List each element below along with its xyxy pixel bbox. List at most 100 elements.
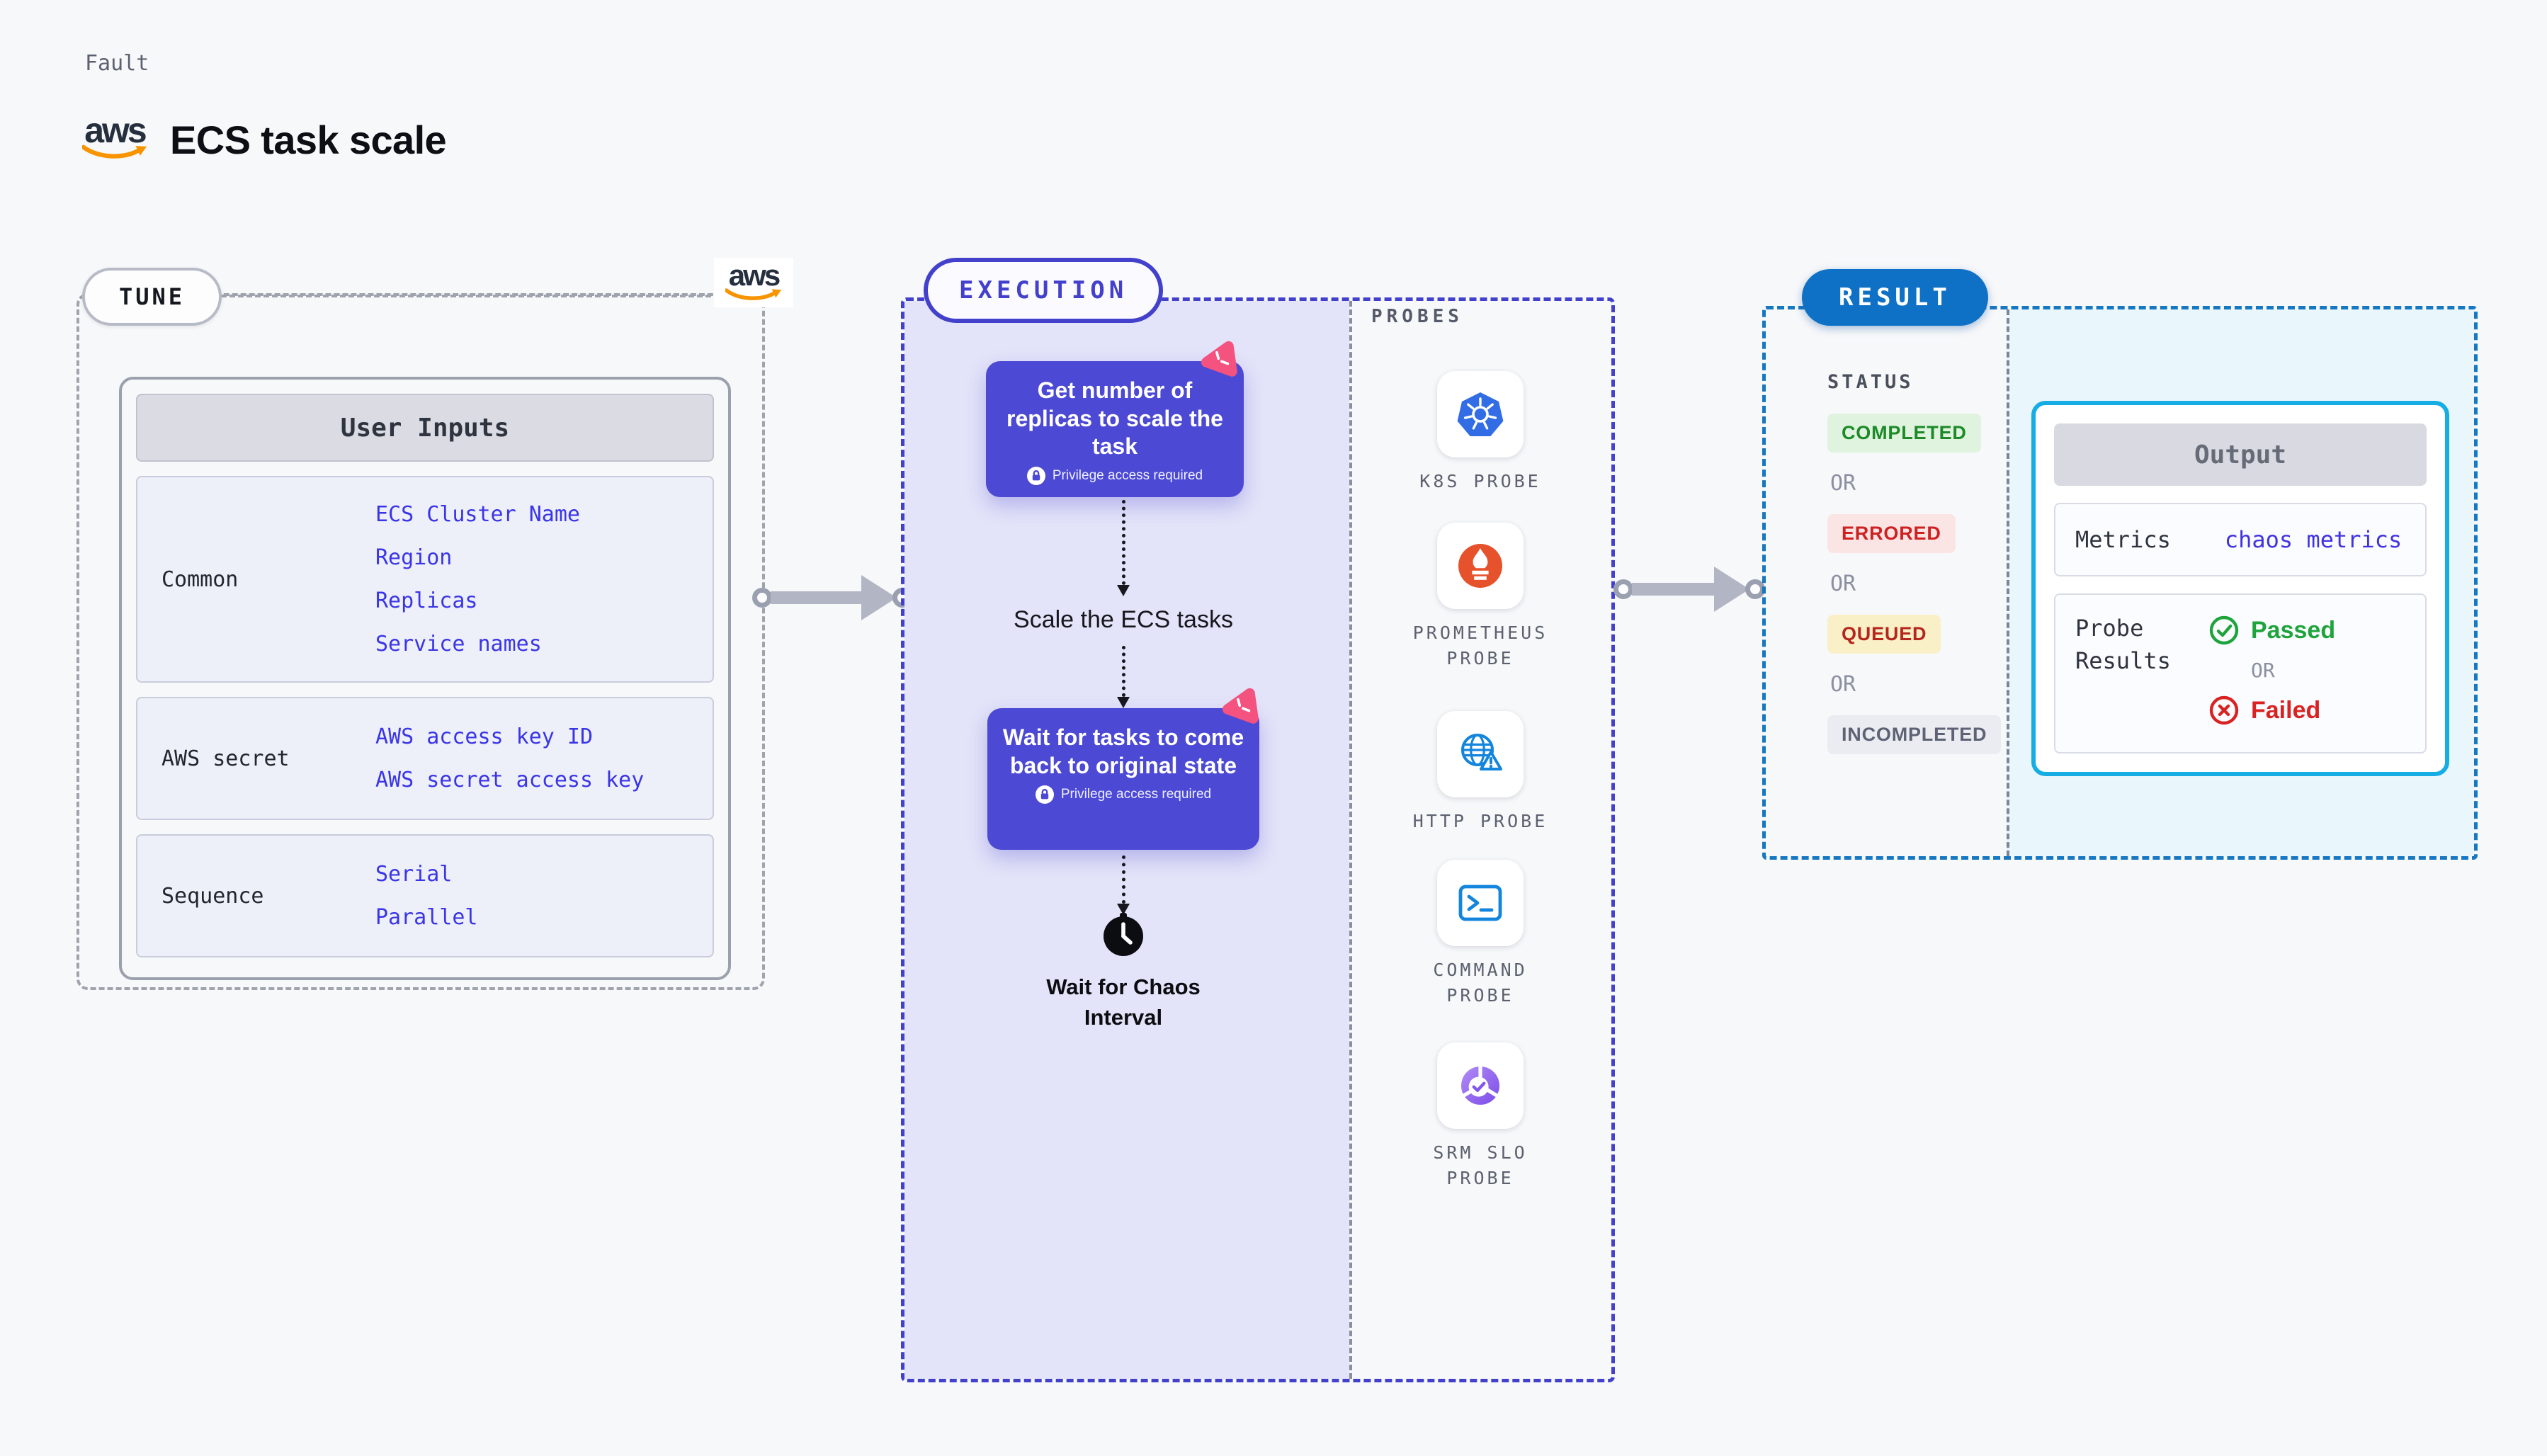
tune-connector-line — [212, 295, 720, 297]
input-group-aws-secret: AWS secret AWS access key ID AWS secret … — [136, 697, 714, 820]
input-value: Replicas — [375, 588, 478, 613]
or-label: OR — [1830, 571, 1856, 596]
chaos-fault-icon — [1222, 688, 1259, 724]
execution-to-result-arrow — [1613, 565, 1765, 613]
probe-card — [1437, 371, 1524, 457]
probe-label: HTTP PROBE — [1412, 811, 1548, 831]
output-header: Output — [2054, 423, 2427, 486]
probe-card — [1437, 711, 1524, 797]
node-title: Wait for tasks to come back to original … — [1002, 724, 1244, 778]
input-value: Service names — [375, 632, 542, 656]
probe-results-values: Passed OR Failed — [2208, 612, 2414, 738]
probe-results-label: Probe Results — [2075, 615, 2171, 675]
probe-card — [1437, 860, 1524, 946]
aws-logo-icon: aws — [82, 113, 147, 163]
arrow-shaft — [771, 591, 863, 604]
passed-label: Passed — [2251, 616, 2336, 644]
input-group-label: AWS secret — [161, 746, 290, 771]
aws-smile-icon — [725, 288, 782, 300]
clock-icon — [1104, 913, 1143, 956]
input-group-values: ECS Cluster Name Region Replicas Service… — [316, 477, 713, 681]
input-value: AWS access key ID — [375, 724, 594, 749]
probe-item-k8s: K8S PROBE — [1349, 371, 1612, 494]
wait-interval-label: Wait for Chaos Interval — [1046, 974, 1201, 1030]
output-table: Output Metrics chaos metrics Probe Resul… — [2031, 401, 2449, 776]
execution-pill: EXECUTION — [924, 258, 1164, 323]
x-circle-icon — [2209, 695, 2239, 725]
user-inputs-table: User Inputs Common ECS Cluster Name Regi… — [119, 377, 731, 980]
tune-aws-logo: aws — [714, 258, 793, 307]
connector-dot — [1613, 579, 1633, 599]
probe-item-prometheus: PROMETHEUS PROBE — [1349, 523, 1612, 672]
probe-card — [1437, 523, 1524, 609]
tune-pill: TUNE — [82, 268, 222, 326]
input-value: ECS Cluster Name — [375, 502, 580, 527]
probe-card — [1437, 1042, 1524, 1129]
status-heading: STATUS — [1827, 371, 1914, 393]
metrics-label: Metrics — [2075, 526, 2171, 553]
input-group-values: Serial Parallel — [316, 836, 713, 956]
or-label: OR — [2251, 659, 2275, 682]
probe-label: PROMETHEUS PROBE — [1412, 622, 1548, 669]
node-title: Get number of replicas to scale the task — [1006, 377, 1223, 460]
input-group-values: AWS access key ID AWS secret access key — [316, 698, 713, 819]
input-value: Parallel — [375, 905, 478, 930]
status-list: COMPLETED OR ERRORED OR QUEUED OR INCOMP… — [1827, 414, 2002, 754]
user-inputs-header: User Inputs — [136, 394, 714, 462]
status-badge-errored: ERRORED — [1827, 514, 1956, 553]
flow-connector — [1118, 646, 1129, 708]
probe-item-srm-slo: SRM SLO PROBE — [1349, 1042, 1612, 1192]
status-badge-incompleted: INCOMPLETED — [1827, 715, 2002, 754]
privilege-row: Privilege access required — [1000, 785, 1247, 804]
lock-icon — [1026, 467, 1045, 486]
input-group-label: Common — [161, 567, 239, 592]
http-probe-icon — [1461, 734, 1502, 770]
chaos-interval-step — [1101, 912, 1146, 963]
page-header: aws ECS task scale — [82, 113, 447, 163]
page-title: ECS task scale — [170, 117, 447, 162]
input-value: Region — [375, 545, 453, 570]
k8s-probe-icon — [1457, 392, 1504, 436]
metrics-row: Metrics chaos metrics — [2054, 503, 2427, 576]
status-badge-queued: QUEUED — [1827, 615, 1941, 654]
or-label: OR — [1830, 471, 1856, 496]
passed-line: Passed — [2208, 615, 2414, 646]
execution-node-get-replicas: Get number of replicas to scale the task… — [986, 361, 1244, 497]
input-value: AWS secret access key — [375, 768, 645, 792]
fault-kicker: Fault — [85, 51, 149, 76]
flow-connector — [1118, 855, 1129, 915]
probe-label: SRM SLO PROBE — [1433, 1142, 1528, 1189]
connector-dot — [752, 588, 772, 608]
probe-item-http: HTTP PROBE — [1349, 711, 1612, 834]
arrow-shaft — [1632, 583, 1715, 596]
srm-slo-probe-icon — [1461, 1065, 1499, 1105]
tune-to-execution-arrow — [752, 574, 912, 622]
probe-label: K8S PROBE — [1419, 471, 1541, 491]
prometheus-probe-icon — [1458, 544, 1502, 588]
privilege-label: Privilege access required — [1060, 787, 1212, 802]
metrics-value: chaos metrics — [2224, 526, 2403, 553]
failed-label: Failed — [2251, 696, 2321, 724]
failed-line: Failed — [2208, 695, 2414, 726]
privilege-row: Privilege access required — [999, 467, 1231, 486]
probe-results-row: Probe Results Passed OR Failed — [2054, 593, 2427, 753]
input-group-label: Sequence — [161, 883, 264, 909]
probe-label: COMMAND PROBE — [1433, 960, 1528, 1006]
execution-node-wait-original-state: Wait for tasks to come back to original … — [987, 708, 1259, 850]
result-pill: RESULT — [1802, 269, 1988, 326]
input-value: Serial — [375, 862, 453, 887]
check-circle-icon — [2209, 615, 2239, 645]
arrow-head — [1714, 567, 1749, 612]
chaos-fault-icon — [1201, 341, 1237, 377]
privilege-label: Privilege access required — [1052, 468, 1203, 484]
input-group-sequence: Sequence Serial Parallel — [136, 834, 714, 957]
aws-smile-icon — [82, 144, 147, 159]
command-probe-icon — [1458, 885, 1502, 921]
arrow-head — [861, 575, 897, 620]
input-group-common: Common ECS Cluster Name Region Replicas … — [136, 476, 714, 683]
probes-heading: PROBES — [1371, 306, 1463, 327]
lock-icon — [1035, 785, 1054, 804]
or-label: OR — [1830, 672, 1856, 697]
probes-lane — [1349, 301, 1611, 1379]
